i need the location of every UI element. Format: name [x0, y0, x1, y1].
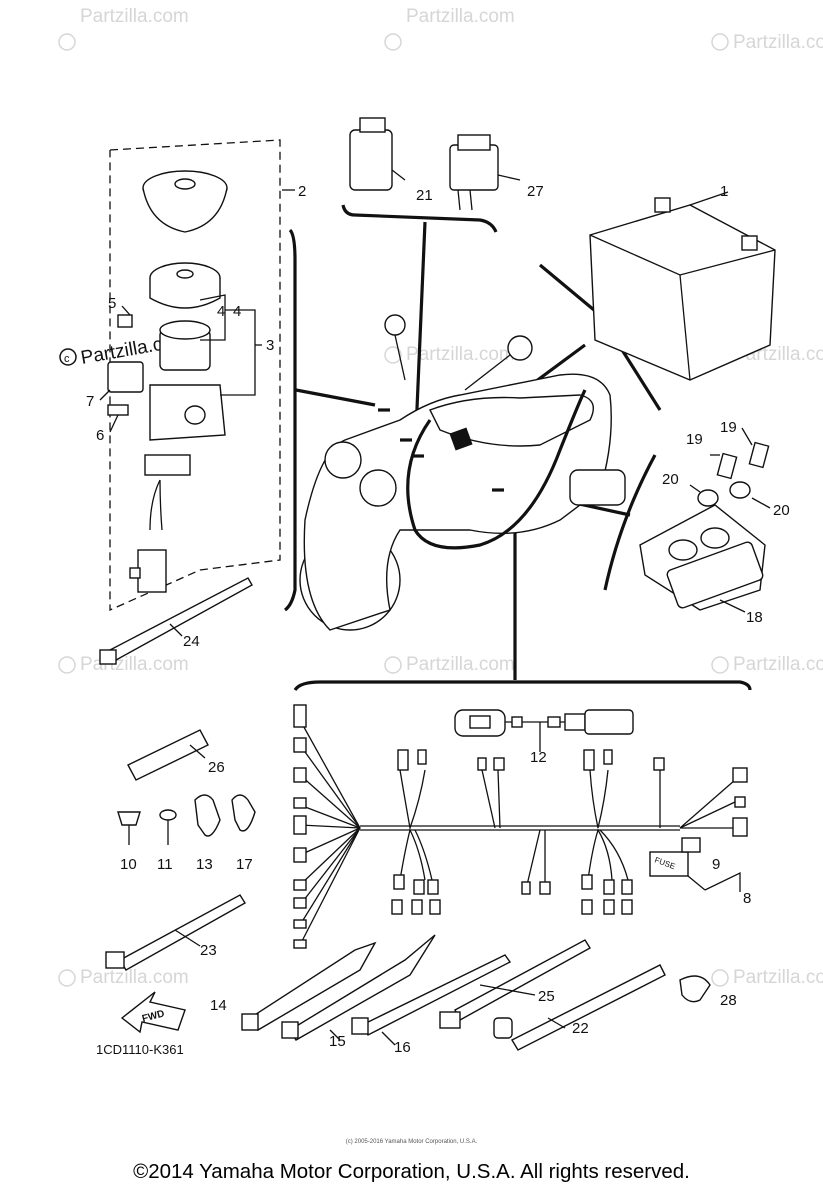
watermark-text: Partzilla.com	[406, 654, 515, 675]
forward-arrow: FWD	[120, 991, 186, 1034]
watermark-text: Partzilla.com	[80, 967, 189, 988]
rectifier-regulator	[639, 427, 771, 613]
callout-4: 4	[217, 303, 225, 320]
callout-11: 11	[157, 856, 173, 873]
copyright-footer: ©2014 Yamaha Motor Corporation, U.S.A. A…	[133, 1160, 690, 1183]
callout-17: 17	[236, 856, 253, 873]
watermark: Partzilla.com	[711, 967, 823, 988]
callout-19: 19	[686, 431, 703, 448]
main-switch-assembly	[99, 139, 295, 612]
callout-28: 28	[720, 992, 737, 1009]
callout-10: 10	[120, 856, 137, 873]
relay-unit	[349, 117, 406, 191]
tube-26	[127, 729, 209, 781]
callout-21: 21	[416, 187, 433, 204]
battery	[589, 191, 776, 381]
callout-22: 22	[572, 1020, 589, 1037]
small-fasteners	[117, 794, 256, 845]
callout-6: 6	[96, 427, 104, 444]
watermark: Partzilla.com	[58, 6, 189, 51]
watermark: Partzilla.com	[384, 344, 515, 365]
left-connectors	[293, 704, 307, 949]
callout-labels: 1 2 3 4 4 5 6 7 8 9 10 11 12 13 14 15 16…	[86, 183, 790, 1056]
callout-1: 1	[720, 183, 728, 200]
watermark: Partzilla.com	[384, 6, 515, 51]
callout-15: 15	[329, 1033, 346, 1050]
callout-24: 24	[183, 633, 200, 650]
watermark: Partzilla.com	[58, 967, 189, 988]
watermark: Partzilla.com	[384, 654, 515, 675]
callout-18: 18	[746, 609, 763, 626]
watermark: Partzilla.com	[711, 654, 823, 675]
cable-tie-24	[99, 577, 253, 665]
starter-relay	[449, 134, 521, 211]
callout-13: 13	[196, 856, 213, 873]
callout-25: 25	[538, 988, 555, 1005]
callout-14: 14	[210, 997, 227, 1014]
callout-8: 8	[743, 890, 751, 907]
watermark-text: Partzilla.com	[406, 6, 515, 27]
watermark-text: Partzilla.com	[80, 6, 189, 27]
callout-19b: 19	[720, 419, 737, 436]
watermark-text: Partzilla.com	[733, 654, 823, 675]
callout-9: 9	[712, 856, 720, 873]
scooter-illustration	[299, 314, 626, 631]
callout-20b: 20	[773, 502, 790, 519]
diagram-code: 1CD1110-K361	[96, 1042, 184, 1057]
cable-ties	[241, 934, 711, 1051]
watermark: Partzilla.com	[58, 654, 189, 675]
callout-3: 3	[266, 337, 274, 354]
cable-tie-23	[105, 894, 246, 971]
watermark-text: Partzilla.com	[80, 654, 189, 675]
callout-7: 7	[86, 393, 94, 410]
callout-2: 2	[298, 183, 306, 200]
wire-harness: FUSE	[293, 704, 748, 949]
callout-20: 20	[662, 471, 679, 488]
callout-4b: 4	[233, 303, 241, 320]
callout-12: 12	[530, 749, 547, 766]
callout-16: 16	[394, 1039, 411, 1056]
callout-5: 5	[108, 295, 116, 312]
watermark-text: Partzilla.com	[733, 967, 823, 988]
callout-23: 23	[200, 942, 217, 959]
callout-27: 27	[527, 183, 544, 200]
watermark-text: Partzilla.com	[733, 32, 823, 53]
inline-connectors	[391, 749, 748, 915]
callout-26: 26	[208, 759, 225, 776]
watermark-text: Partzilla.com	[406, 344, 515, 365]
watermark: Partzilla.com	[711, 32, 823, 53]
tiny-copyright: (c) 2005-2016 Yamaha Motor Corporation, …	[345, 1139, 478, 1145]
svg-text:c: c	[64, 353, 70, 365]
